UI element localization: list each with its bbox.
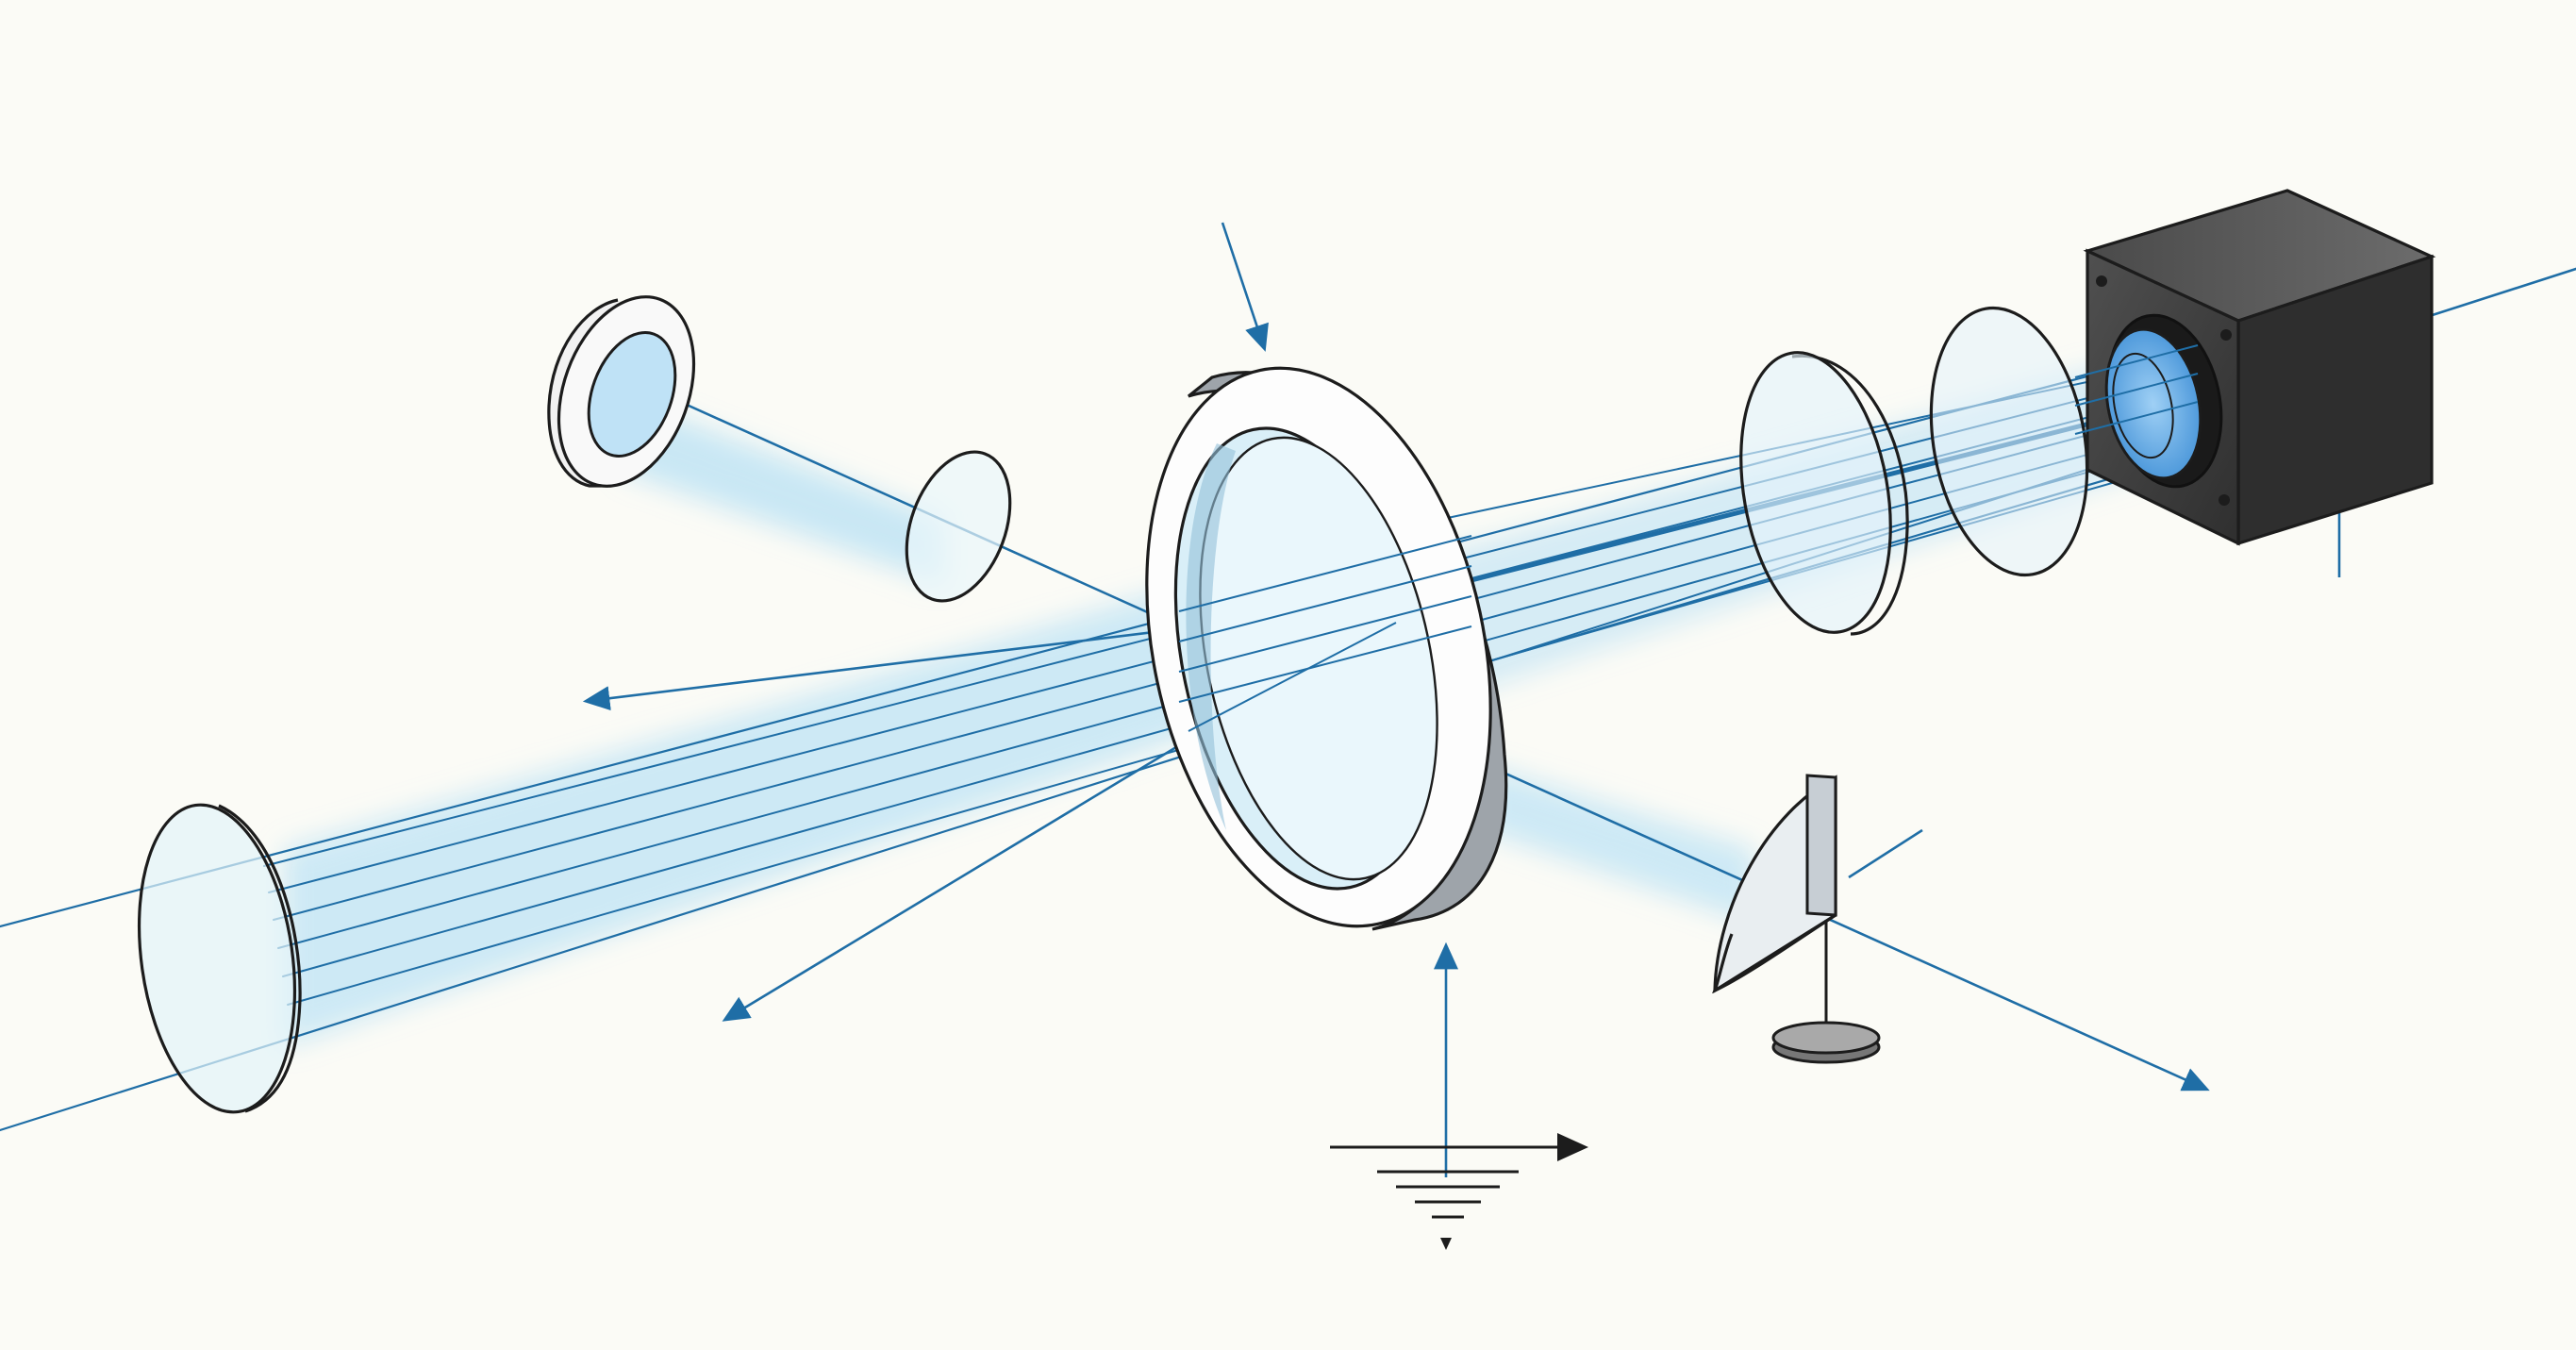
right-lens-2 (1929, 306, 2089, 577)
beam-into-camera (2074, 344, 2199, 435)
small-lens-mount (547, 295, 696, 488)
incident-arrow-top (1221, 222, 1269, 352)
mirror-normal-line (1848, 828, 1923, 879)
mirror-icon (1712, 774, 1881, 1064)
camera-icon (2083, 189, 2436, 546)
scattered-arrow-down-left (722, 715, 1227, 1022)
right-lens-1 (1739, 351, 1909, 636)
ground-symbol-icon (1330, 1133, 1588, 1250)
central-ring-window (1145, 366, 1508, 931)
large-left-lens (137, 803, 302, 1114)
beam-through-ring (1178, 535, 1472, 732)
small-round-lens (905, 450, 1012, 603)
